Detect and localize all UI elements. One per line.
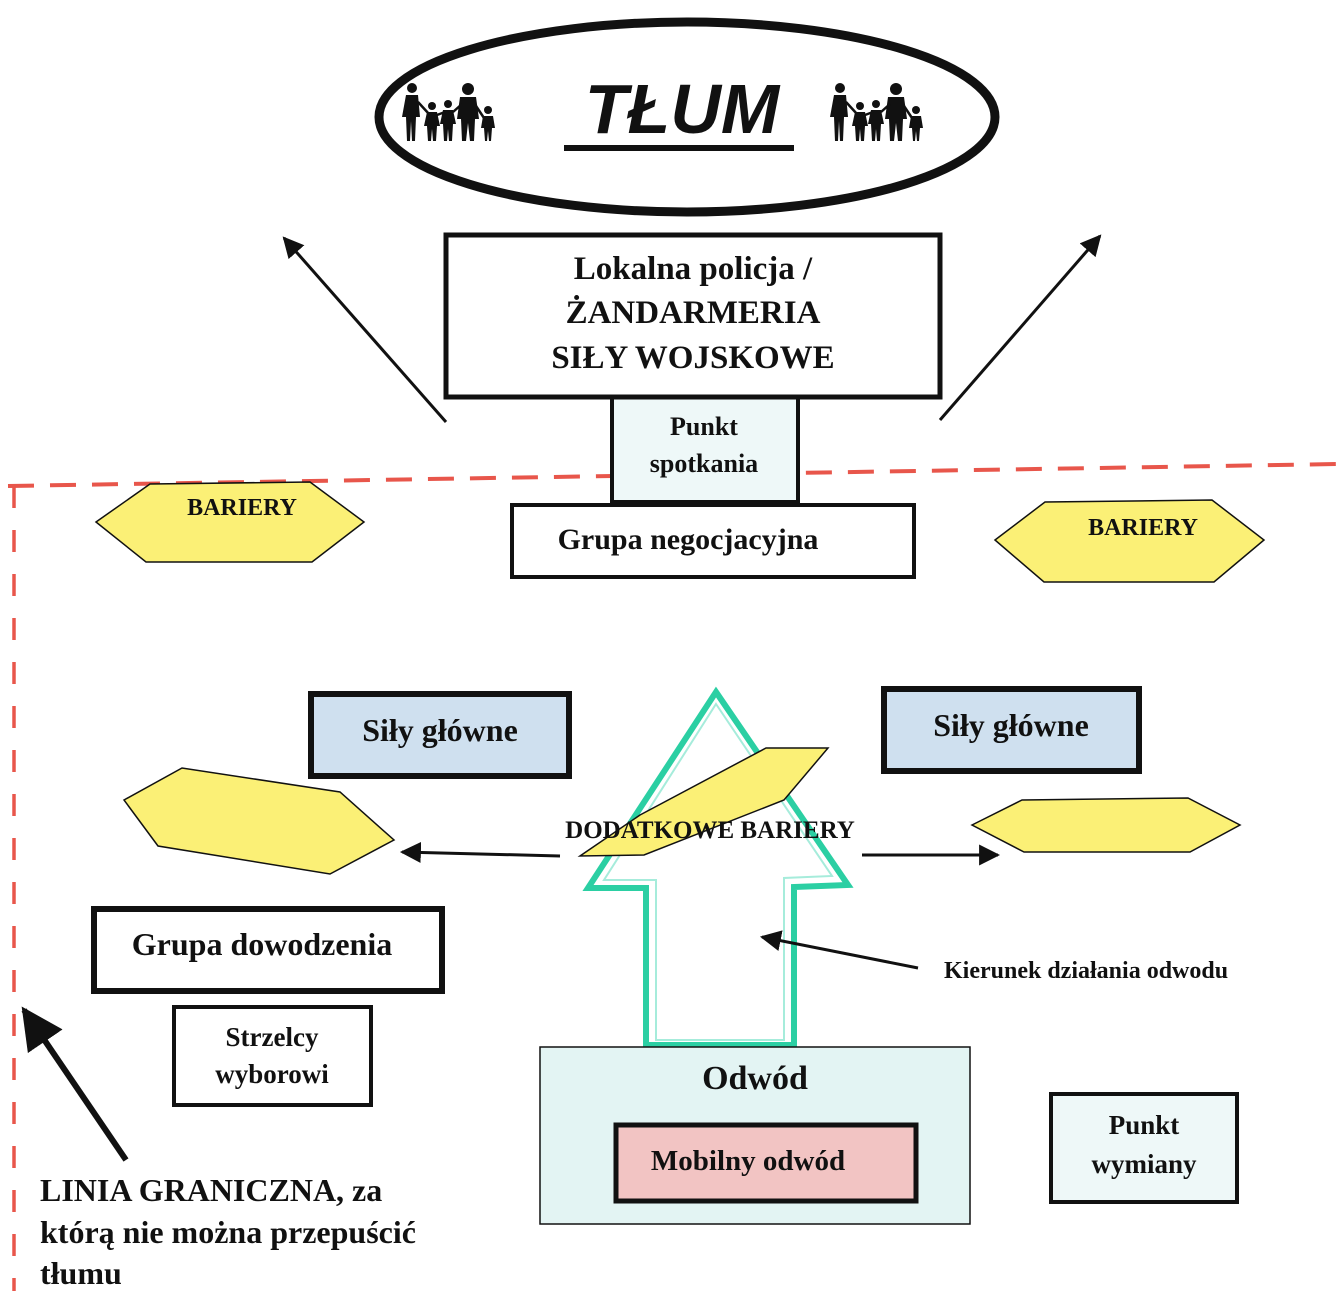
- snipers-line1: Strzelcy: [226, 1022, 319, 1052]
- arrow-icon: [282, 236, 448, 423]
- boundary-label-line1: LINIA GRANICZNA, za: [40, 1172, 382, 1208]
- police-line1: Lokalna policja /: [574, 251, 813, 287]
- exchange-point-line1: Punkt: [1109, 1110, 1180, 1140]
- police-military-box: Lokalna policja / ŻANDARMERIA SIŁY WOJSK…: [443, 232, 943, 400]
- mobile-reserve-box: Mobilny odwód: [613, 1122, 919, 1204]
- main-forces-left-label: Siły główne: [362, 712, 518, 748]
- additional-barrier-center: [577, 747, 830, 857]
- reserve-direction-arrow: [582, 686, 854, 1048]
- exchange-point-line2: wymiany: [1091, 1149, 1197, 1179]
- barrier-left-label: BARIERY: [187, 495, 297, 521]
- arrow-icon: [759, 930, 919, 970]
- snipers-box: Strzelcy wyborowi: [172, 1005, 373, 1107]
- crowd-ellipse: TŁUM: [374, 17, 1000, 217]
- negotiation-group-box: Grupa negocjacyjna: [510, 503, 916, 579]
- meeting-point-line1: Punkt: [670, 412, 738, 441]
- mobile-reserve-label: Mobilny odwód: [651, 1145, 845, 1177]
- meeting-point-box: Punkt spotkania: [610, 394, 800, 504]
- additional-barrier-right: [970, 797, 1242, 853]
- arrow-icon: [938, 234, 1102, 421]
- additional-barriers-label: DODATKOWE BARIERY: [565, 817, 855, 844]
- exchange-point-box: Punkt wymiany: [1049, 1092, 1239, 1204]
- boundary-label: LINIA GRANICZNA, za którą nie można prze…: [40, 1172, 416, 1291]
- outward-arrows: [282, 234, 1102, 423]
- meeting-point-line2: spotkania: [650, 449, 758, 478]
- command-group-box: Grupa dowodzenia: [91, 906, 445, 994]
- arrow-icon: [21, 1006, 129, 1162]
- snipers-line2: wyborowi: [215, 1059, 329, 1089]
- barrier-right-label: BARIERY: [1088, 515, 1198, 541]
- boundary-label-line2: którą nie można przepuścić: [40, 1214, 416, 1250]
- reserve-label: Odwód: [702, 1060, 808, 1097]
- main-forces-right: Siły główne: [881, 686, 1142, 774]
- crowd-title: TŁUM: [585, 70, 781, 148]
- negotiation-group-label: Grupa negocjacyjna: [558, 523, 819, 556]
- police-line3: SIŁY WOJSKOWE: [551, 340, 834, 376]
- reserve-box: Odwód Mobilny odwód: [539, 1046, 971, 1225]
- main-forces-left: Siły główne: [308, 691, 572, 779]
- barrier-right: BARIERY: [993, 499, 1266, 583]
- command-group-label: Grupa dowodzenia: [132, 926, 392, 962]
- main-forces-right-label: Siły główne: [933, 707, 1089, 743]
- arrow-icon: [399, 841, 561, 863]
- barrier-left: BARIERY: [94, 481, 366, 563]
- police-line2: ŻANDARMERIA: [566, 293, 821, 331]
- direction-label: Kierunek działania odwodu: [944, 958, 1228, 984]
- additional-barrier-left: [122, 767, 396, 875]
- boundary-label-line3: tłumu: [40, 1255, 122, 1291]
